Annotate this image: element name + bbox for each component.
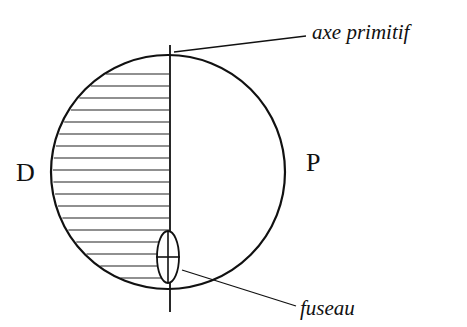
hatching (53, 74, 169, 278)
side-label: P (306, 150, 320, 176)
hatch-line (76, 241, 169, 242)
axis-label: axe primitif (312, 22, 409, 43)
leader-line (174, 36, 306, 52)
side-label: D (16, 160, 35, 186)
hatch-line (71, 109, 169, 110)
hatch-line (58, 205, 169, 206)
spindle-label: fuseau (300, 298, 355, 319)
hatch-line (106, 73, 169, 74)
hatch-line (91, 85, 169, 86)
spindle (157, 231, 179, 283)
hatch-line (62, 217, 169, 218)
hatch-line (55, 193, 169, 194)
hatch-line (59, 133, 169, 134)
hatch-line (68, 229, 169, 230)
hatch-line (56, 145, 169, 146)
hatch-line (53, 169, 169, 170)
hatch-line (53, 181, 169, 182)
spindle-cross (167, 231, 169, 283)
hatch-line (64, 121, 169, 122)
leader-line (182, 270, 296, 306)
cell-outline (51, 55, 285, 289)
hatch-line (79, 97, 169, 98)
hatch-line (54, 157, 169, 158)
